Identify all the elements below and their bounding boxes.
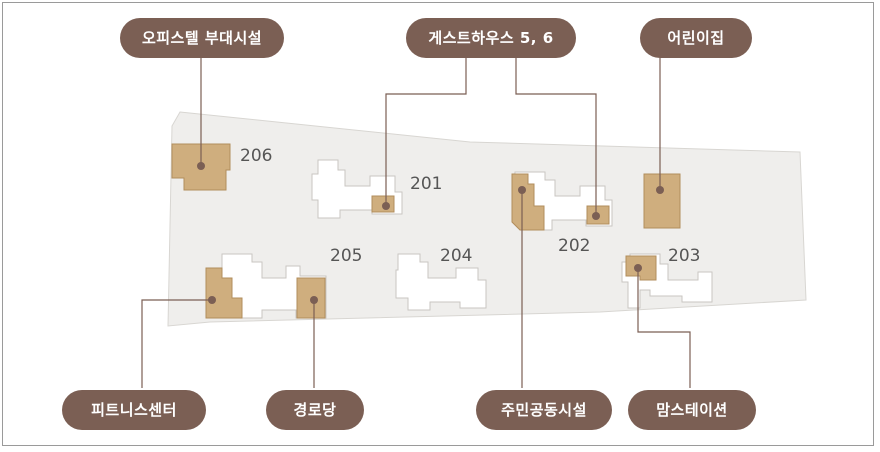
dot-senior — [310, 296, 318, 304]
facility-fitness — [205, 267, 243, 319]
leader-guesthouse-a — [385, 58, 467, 206]
building-number-206: 206 — [240, 146, 273, 166]
building-204-outline — [395, 253, 487, 311]
label-community: 주민공동시설 — [476, 390, 612, 430]
dot-guesthouse-201 — [382, 202, 390, 210]
label-daycare: 어린이집 — [640, 18, 752, 58]
building-number-205: 205 — [330, 246, 363, 266]
building-number-203: 203 — [668, 246, 701, 266]
dot-officetel — [197, 162, 205, 170]
dot-guesthouse-202 — [592, 212, 600, 220]
leader-fitness — [141, 299, 212, 388]
leader-guesthouse-b — [515, 58, 597, 216]
facility-daycare — [643, 173, 681, 229]
dot-daycare — [656, 186, 664, 194]
dot-fitness — [208, 296, 216, 304]
building-number-202: 202 — [558, 236, 591, 256]
label-senior: 경로당 — [266, 390, 364, 430]
label-guesthouse: 게스트하우스 5, 6 — [406, 18, 576, 58]
label-fitness: 피트니스센터 — [62, 390, 206, 430]
dot-community — [518, 186, 526, 194]
leader-mom — [637, 268, 691, 388]
dot-mom — [634, 264, 642, 272]
label-mom: 맘스테이션 — [628, 390, 756, 430]
map-frame — [2, 2, 874, 446]
building-number-204: 204 — [440, 246, 473, 266]
building-number-201: 201 — [410, 174, 443, 194]
label-officetel: 오피스텔 부대시설 — [120, 18, 284, 58]
